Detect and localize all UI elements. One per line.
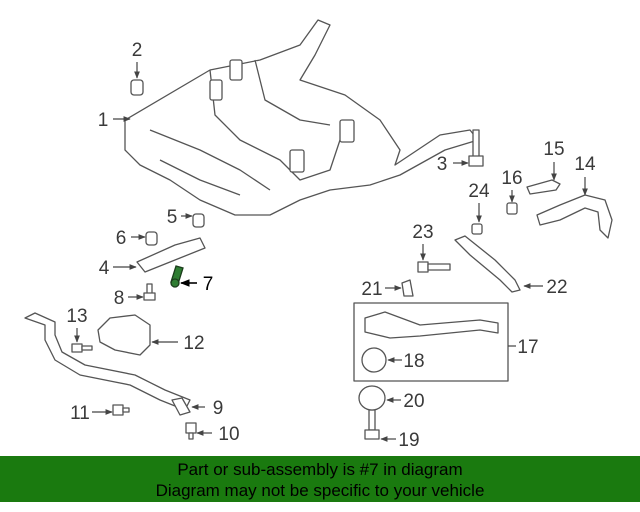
- callout-12: 12: [183, 333, 204, 354]
- subframe-part: [124, 19, 479, 216]
- callout-23: 23: [412, 222, 433, 243]
- nut-part: [506, 202, 518, 215]
- nut-part: [185, 422, 197, 440]
- callout-10: 10: [218, 424, 239, 445]
- bushing-part: [358, 385, 386, 411]
- highlighted-stud-part: [170, 265, 184, 288]
- callout-19: 19: [398, 430, 419, 451]
- callout-6: 6: [116, 228, 127, 249]
- banner-line-disclaimer: Diagram may not be specific to your vehi…: [155, 481, 485, 500]
- callout-15: 15: [543, 139, 564, 160]
- callout-24: 24: [468, 181, 490, 202]
- callout-3: 3: [437, 154, 448, 175]
- callout-9: 9: [213, 398, 224, 419]
- bracket-part: [401, 279, 414, 297]
- callout-4: 4: [99, 258, 110, 279]
- callout-11: 11: [70, 403, 90, 424]
- bracket-part: [136, 237, 206, 273]
- bolt-part: [468, 129, 484, 167]
- bushing-part: [192, 213, 205, 228]
- mount-bracket-part: [97, 314, 151, 356]
- callout-17: 17: [517, 337, 538, 358]
- bushing-part: [361, 347, 387, 373]
- bushing-part: [145, 231, 158, 246]
- bolt-part: [71, 343, 93, 353]
- upper-arm-part: [536, 194, 613, 239]
- bolt-part: [112, 404, 130, 416]
- callout-5: 5: [167, 207, 178, 228]
- lower-arm-part: [364, 311, 499, 339]
- banner-line-part-number: Part or sub-assembly is #7 in diagram: [177, 460, 463, 479]
- nut-part: [471, 223, 483, 235]
- callout-14: 14: [574, 154, 596, 175]
- link-part: [526, 179, 561, 195]
- link-part: [171, 397, 191, 416]
- bolt-part: [143, 283, 156, 301]
- callout-8: 8: [114, 288, 125, 309]
- parts-diagram: 2 1 3 4 5 6 7 8 13 12 11 9 10 14 15 16 2…: [24, 19, 613, 451]
- callout-7-highlighted: 7: [203, 274, 214, 295]
- bolt-part: [417, 261, 451, 273]
- callout-18: 18: [403, 351, 424, 372]
- info-banner: Part or sub-assembly is #7 in diagram Di…: [0, 456, 640, 502]
- stabilizer-bar-part: [24, 312, 191, 411]
- callout-1: 1: [98, 110, 109, 131]
- callout-20: 20: [403, 391, 424, 412]
- bolt-part: [364, 409, 380, 440]
- bushing-part: [130, 79, 144, 96]
- callout-22: 22: [546, 277, 567, 298]
- callout-16: 16: [501, 168, 522, 189]
- callout-21: 21: [361, 279, 382, 300]
- callout-13: 13: [66, 306, 87, 327]
- tension-rod-part: [454, 235, 521, 293]
- callout-2: 2: [132, 40, 143, 61]
